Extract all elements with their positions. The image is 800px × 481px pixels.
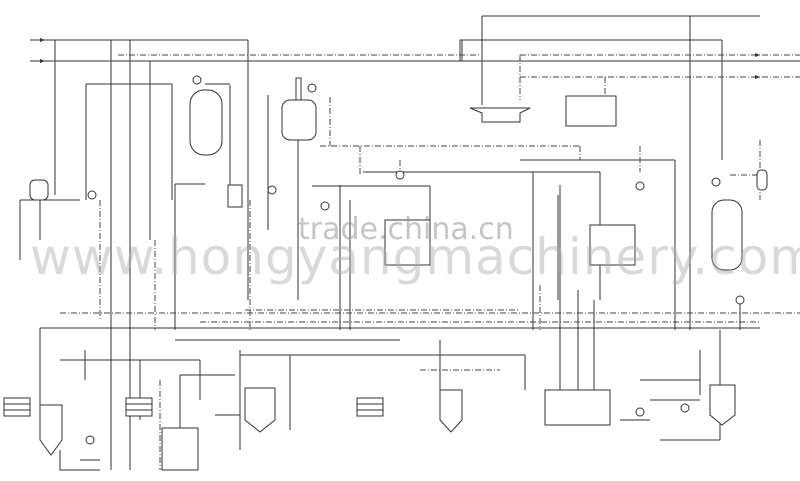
settling-tank-3: [439, 389, 463, 433]
instrument-gauge: [711, 177, 721, 187]
instrument-gauge: [680, 403, 690, 413]
process-pipe: [459, 39, 722, 61]
filter-tray: [469, 107, 531, 123]
flow-arrow: [755, 53, 760, 57]
instrument-gauge: [635, 181, 645, 191]
instrument-gauge: [87, 190, 97, 200]
instrument-gauge: [320, 201, 330, 211]
flow-arrow: [755, 75, 760, 79]
small-tank: [29, 179, 49, 201]
legend-box: [356, 397, 384, 417]
evaporator-b: [589, 224, 636, 266]
agitator-motor: [295, 77, 302, 101]
dissolving-tank: [161, 427, 199, 471]
receiver-tank: [565, 95, 617, 127]
watermark-trade: trade.china.cn: [298, 212, 514, 247]
settling-tank-4: [709, 384, 736, 426]
storage-tank: [189, 89, 223, 156]
collection-tank: [544, 389, 611, 426]
legend-box: [3, 397, 31, 417]
instrument-gauge: [267, 185, 277, 195]
settling-tank-1: [39, 404, 63, 456]
watermark-site: www.hongyangmachinery.com: [30, 228, 800, 286]
instrument-gauge: [395, 170, 405, 180]
instrument-gauge: [735, 295, 745, 305]
instrument-gauge: [85, 435, 95, 445]
instrument-gauge: [192, 75, 202, 85]
evaporator-a: [384, 219, 431, 266]
vertical-tank: [711, 199, 743, 271]
settling-tank-2: [244, 387, 276, 433]
separator: [756, 169, 768, 191]
flow-arrow: [40, 59, 45, 63]
legend-box: [125, 397, 153, 417]
flow-arrow: [40, 38, 45, 42]
instrument-gauge: [307, 83, 317, 93]
instrument-gauge: [635, 407, 645, 417]
process-pipe: [59, 450, 100, 471]
reactor-vessel: [281, 99, 317, 141]
pump-unit: [227, 184, 243, 208]
